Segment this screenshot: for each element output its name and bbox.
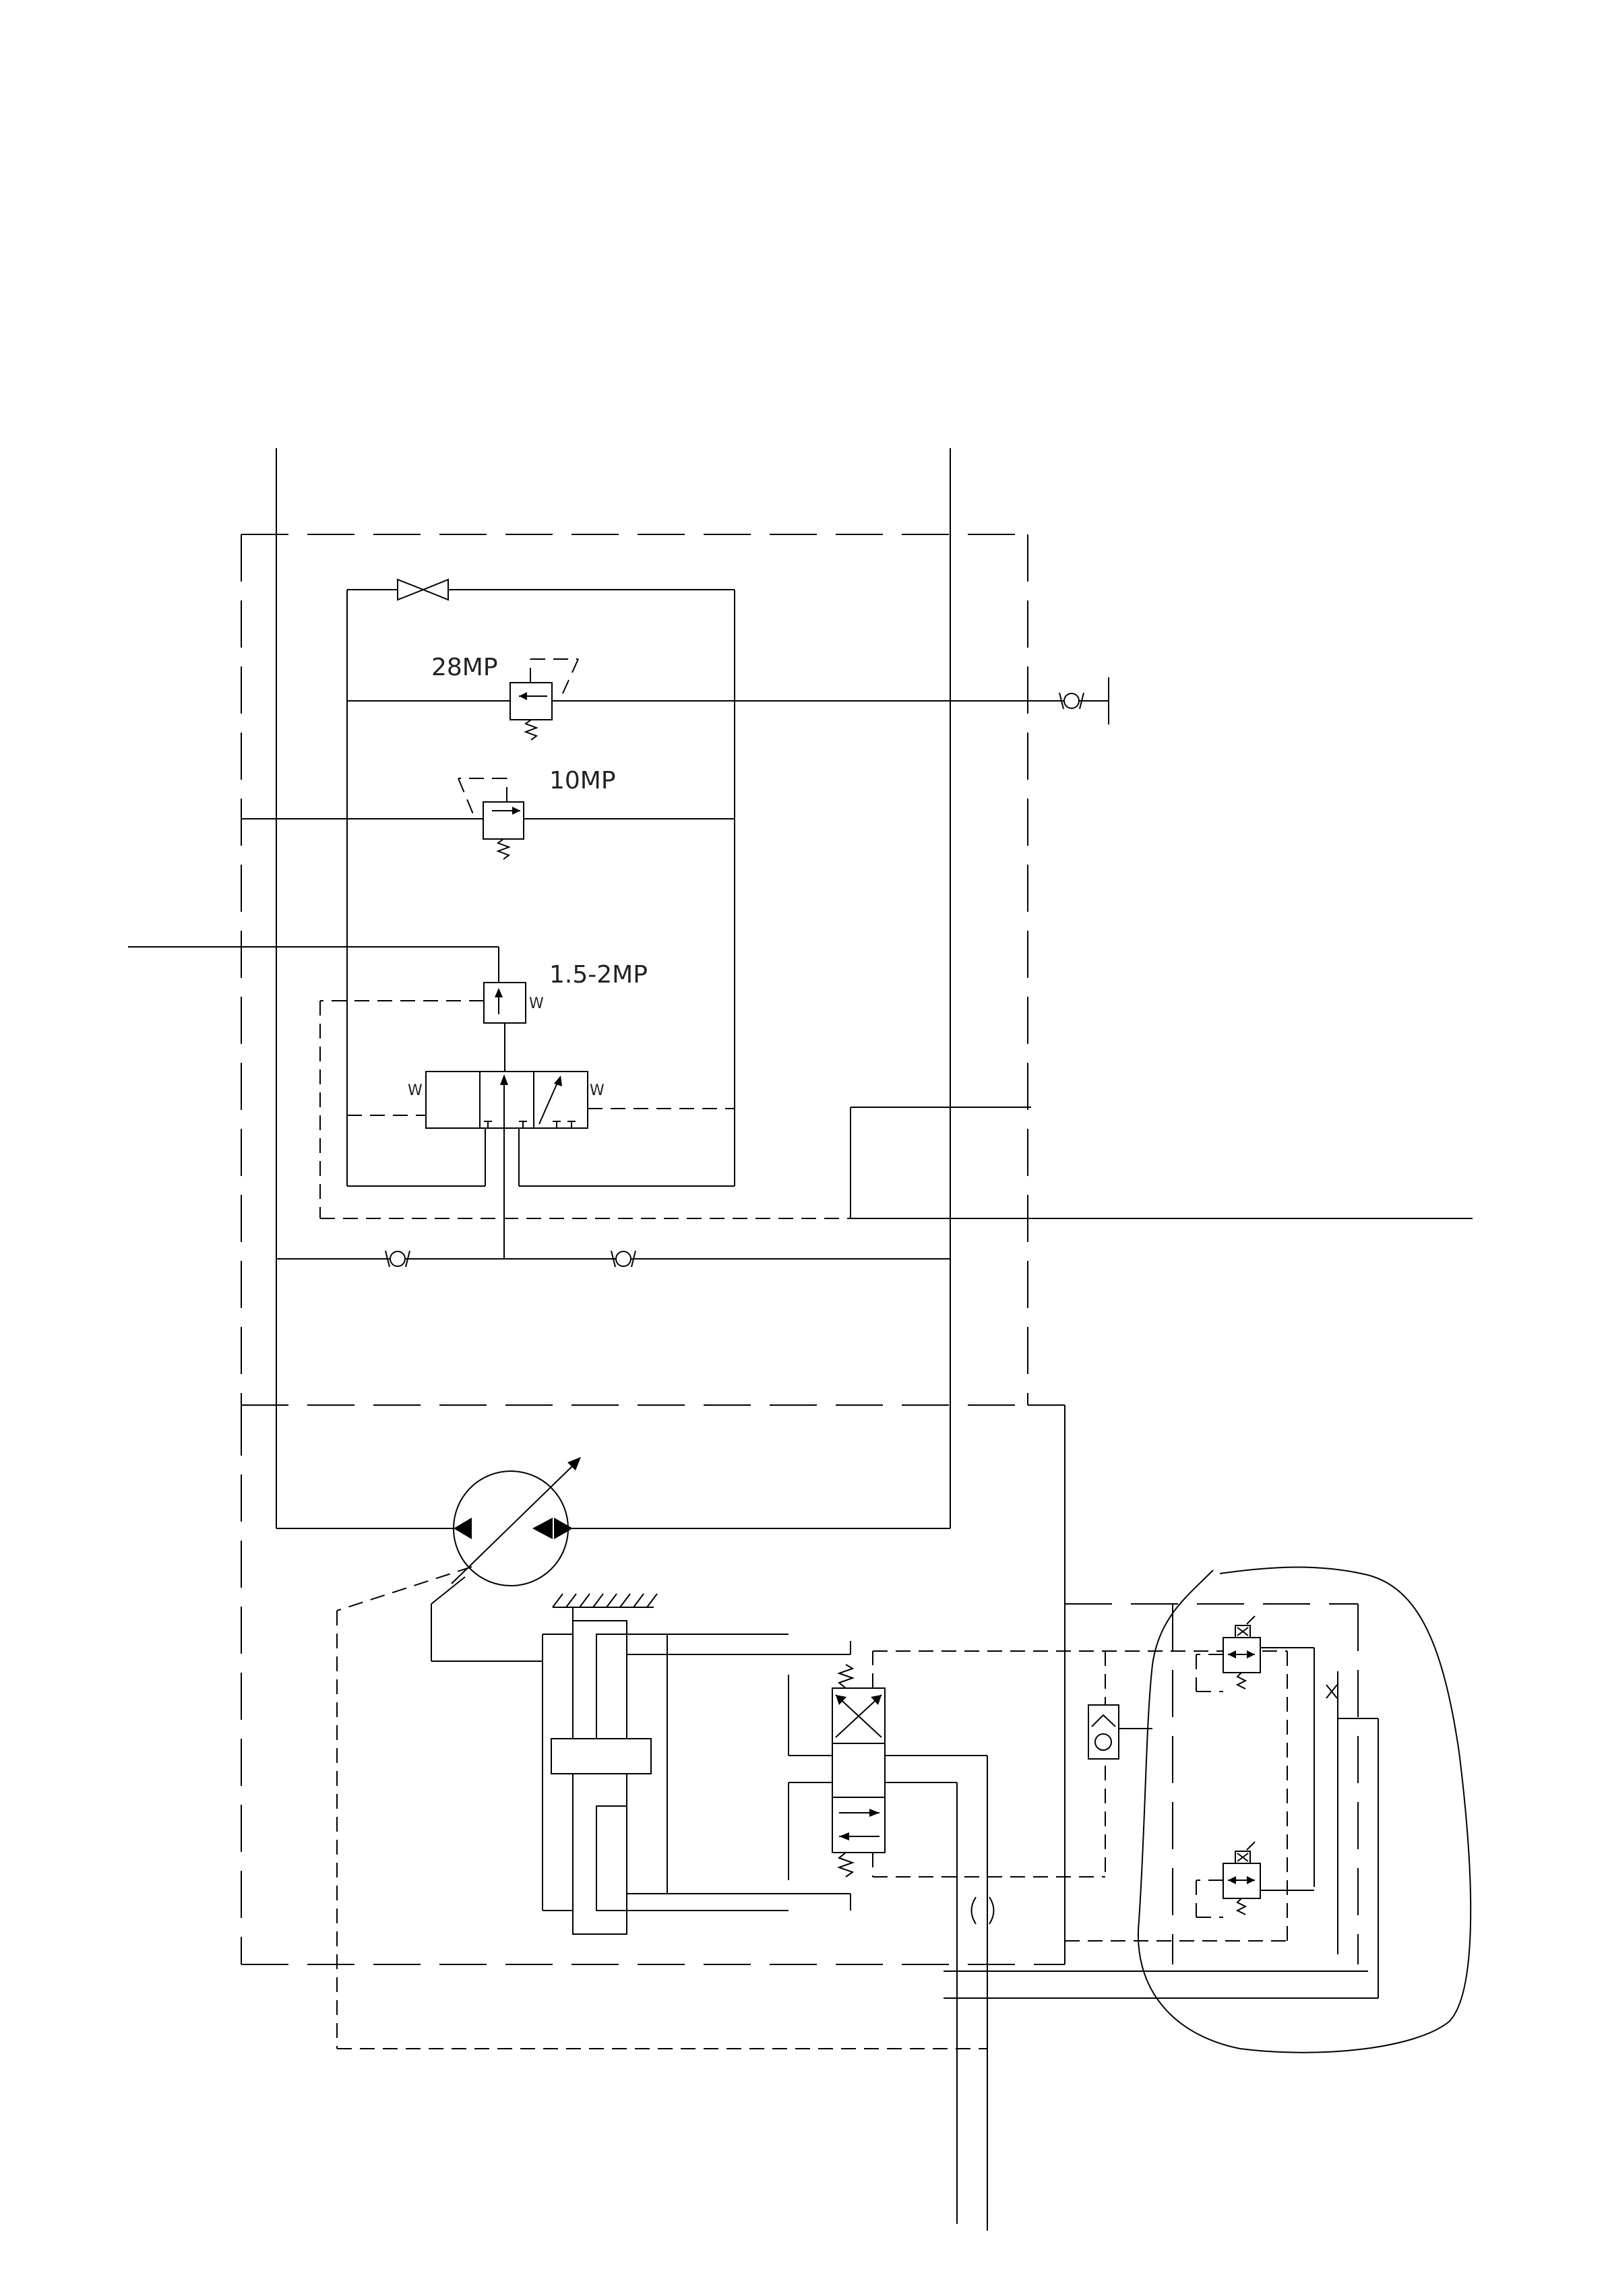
- reducing-valve-1-5-2mp: W 1.5-2MP: [319, 961, 851, 1219]
- directional-valve-3pos: W W: [347, 1071, 735, 1259]
- relief-valve-10mp-label: 10MP: [549, 767, 616, 795]
- svg-text:W: W: [590, 1082, 605, 1099]
- pilot-control-module: [1065, 1603, 1378, 1964]
- svg-text:W: W: [408, 1082, 423, 1099]
- outlet-check-valve: [1059, 677, 1109, 724]
- lower-housing-boundary: [241, 1404, 1065, 1965]
- reducing-valve-label: 1.5-2MP: [549, 961, 648, 989]
- check-valve-right: [611, 1250, 636, 1268]
- variable-pump-motor: [451, 1457, 581, 1586]
- relief-valve-28mp-label: 28MP: [431, 654, 498, 681]
- check-valve-left: [385, 1250, 410, 1268]
- servo-cylinder: [542, 1593, 851, 1935]
- orifice-symbol: [944, 1718, 1379, 1999]
- svg-text:W: W: [529, 995, 544, 1012]
- pump-control-lines: [336, 1566, 987, 2049]
- module-cloud-outline: [1137, 1566, 1472, 2053]
- upper-valve-block-boundary: [241, 534, 1028, 1408]
- main-pipelines: [128, 448, 1473, 1529]
- relief-valve-10mp: 10MP: [241, 767, 735, 860]
- shutoff-valve-icon: [397, 578, 449, 601]
- relief-valve-28mp: 28MP: [347, 654, 1072, 741]
- servo-direction-valve: [788, 1650, 1287, 2224]
